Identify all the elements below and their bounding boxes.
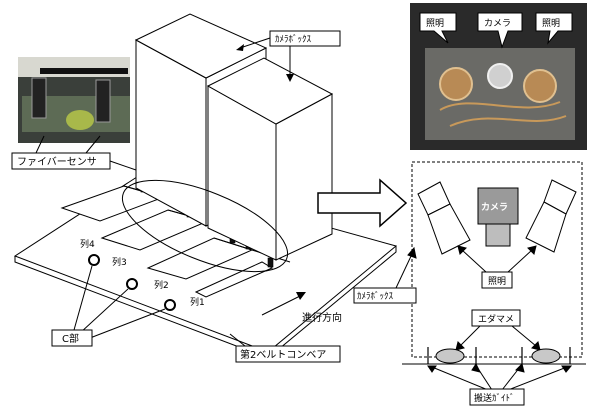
- edamame-bean-right: [531, 348, 561, 364]
- c-part-circle: [126, 278, 138, 290]
- row2-label: 列2: [154, 279, 169, 291]
- transport-guides: [427, 347, 571, 364]
- guide-label-frame: [469, 388, 525, 406]
- rail-row1-guide: [194, 261, 274, 298]
- lighting-arrows: [457, 245, 537, 273]
- camera-box-side-arrow: [395, 246, 417, 289]
- edamame-label-frame: [471, 309, 521, 327]
- sensor-area-ellipse: [121, 179, 289, 273]
- photo-camera-label: カメラ: [484, 18, 511, 29]
- leader-arrowhead: [286, 74, 294, 82]
- photo-sensor-right: [95, 79, 111, 123]
- row1-label: 列1: [190, 296, 205, 308]
- flow-arrow: [317, 178, 408, 228]
- conveyor-label: 第2ベルトコンベア: [240, 348, 326, 361]
- leader-line: [239, 37, 271, 49]
- lamp-left: [417, 181, 471, 255]
- photo-cable: [40, 68, 128, 74]
- c-part-callout: [51, 265, 166, 347]
- camera-box-side-label: ｶﾒﾗﾎﾞｯｸｽ: [357, 291, 394, 302]
- camera-box-callout: ｶﾒﾗﾎﾞｯｸｽ: [236, 30, 341, 82]
- photo-sensor-left: [31, 77, 47, 119]
- c-part-circle: [88, 254, 100, 266]
- camera-body-label: カメラ: [481, 202, 508, 213]
- fiber-sensor-label: ファイバーセンサ: [17, 156, 97, 168]
- leader-line: [85, 135, 101, 154]
- camera-box-dashed-frame: [411, 161, 583, 358]
- edamame-arrows: [455, 325, 541, 351]
- lamp-right: [525, 179, 577, 253]
- photo-camera: [487, 63, 513, 89]
- guide-arrows: [427, 363, 573, 391]
- leader-line: [109, 160, 137, 171]
- camera-body: [477, 187, 519, 225]
- fiber-sensor-callout: ファイバーセンサ: [11, 135, 137, 171]
- c-part-markers: [88, 254, 176, 311]
- c-part-label: C部: [62, 332, 79, 345]
- photo-bean: [66, 110, 94, 130]
- lighting-label: 照明: [488, 276, 506, 287]
- leader-line: [73, 265, 93, 331]
- c-part-circle: [164, 299, 176, 311]
- edamame-label: エダマメ: [478, 313, 514, 325]
- camera-box-side-label-frame: [353, 287, 417, 304]
- direction-label: 進行方向: [302, 311, 342, 324]
- camera-lens: [485, 223, 511, 247]
- edamame-bean-left: [435, 348, 465, 364]
- camera-box-label: ｶﾒﾗﾎﾞｯｸｽ: [275, 34, 312, 45]
- sensor-block: [267, 257, 274, 268]
- row4-label: 列4: [80, 238, 95, 250]
- fiber-sensor-photo: [18, 57, 130, 143]
- photo-light-left: [439, 67, 473, 101]
- photo-light-right: [523, 69, 557, 103]
- photo-light-left-label: 照明: [426, 18, 444, 29]
- direction-arrow: [261, 292, 306, 316]
- row3-label: 列3: [112, 256, 127, 268]
- photo-wires: [439, 101, 567, 127]
- conveyor-label-frame: [235, 345, 341, 363]
- leader-line: [79, 288, 129, 334]
- leader-line: [35, 135, 45, 154]
- camera-box-left-top: [134, 13, 268, 79]
- c-part-label-frame: [51, 329, 93, 347]
- leader-line: [89, 308, 166, 339]
- camera-box-right-top: [206, 57, 334, 125]
- guide-label: 搬送ｶﾞｲﾄﾞ: [474, 392, 515, 404]
- photo-light-right-label: 照明: [542, 18, 560, 29]
- leader-arrowhead: [236, 44, 244, 51]
- photo-labels: 照明 カメラ 照明: [419, 12, 573, 49]
- lighting-label-frame: [481, 271, 513, 289]
